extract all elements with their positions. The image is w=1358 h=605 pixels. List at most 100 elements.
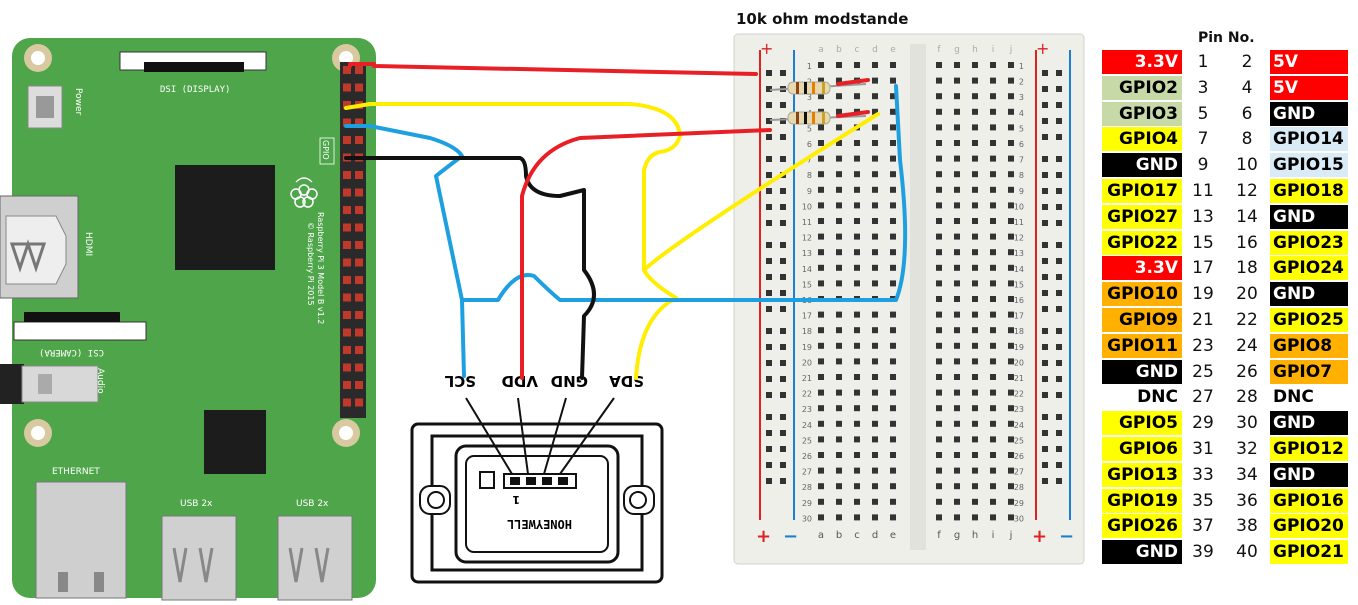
breadboard-hole [936,186,942,193]
pin-left-label: 3.3V [1102,256,1182,281]
breadboard-row-number: 9 [1019,187,1024,196]
breadboard-row-number: 14 [802,265,812,274]
breadboard-hole [836,420,842,427]
breadboard-hole [854,374,860,380]
rail-hole [1042,258,1048,264]
rail-hole [766,414,772,420]
breadboard-hole [818,124,824,131]
rail-hole [1056,258,1062,264]
breadboard-hole [890,374,896,380]
breadboard-hole [836,249,842,256]
breadboard-hole [872,186,878,193]
breadboard-hole [990,218,996,224]
pin-left-label: 3.3V [1102,50,1182,74]
breadboard-hole [954,280,960,287]
rail-hole [780,306,786,312]
breadboard-hole [854,155,860,162]
breadboard-hole [836,280,842,287]
breadboard-hole [936,233,942,240]
rail-hole [1056,462,1062,468]
breadboard-hole [954,155,960,162]
breadboard-row-number: 25 [802,436,812,445]
gpio-pin [355,311,363,319]
breadboard-hole [836,452,842,458]
breadboard-hole [954,108,960,115]
breadboard-hole [990,108,996,115]
breadboard-column-letter: g [954,45,960,55]
breadboard-row-number: 15 [802,280,812,289]
breadboard-column-letter: f [937,45,941,55]
breadboard-hole [1008,155,1014,162]
pin-left-label: GND [1102,540,1182,565]
minus-label: − [783,526,798,547]
breadboard-hole [836,186,842,193]
rail-hole [1042,306,1048,312]
pin-number-left: 1 [1197,52,1209,72]
breadboard-row-number: 1 [1019,62,1024,71]
rail-hole [766,360,772,366]
rail-hole [1056,290,1062,296]
pin-number-right: 40 [1236,542,1258,563]
rail-hole [1042,430,1048,436]
pin-number-left: 15 [1192,232,1214,253]
rail-hole [766,306,772,312]
rail-hole [1042,414,1048,420]
breadboard-row-number: 19 [1014,343,1024,352]
breadboard-row-number: 6 [1019,140,1024,149]
breadboard-row-number: 22 [1014,390,1024,399]
breadboard-column-letter: i [992,45,995,55]
rail-hole [1056,172,1062,178]
breadboard-hole [836,202,842,209]
plus-label-top-left: + [760,39,773,58]
breadboard-hole [854,233,860,240]
pin-number-right: 24 [1236,335,1258,356]
breadboard-hole [890,452,896,458]
gpio-pin [355,136,363,144]
breadboard-hole [936,296,942,302]
breadboard-hole [954,498,960,505]
pin-left-label: GPIO2 [1102,75,1182,100]
breadboard-hole [890,514,896,521]
breadboard-hole [872,93,878,100]
breadboard-hole [836,498,842,505]
gpio-pin [343,66,351,74]
breadboard-hole [954,77,960,84]
gpio-pin [355,363,363,372]
breadboard-hole [836,155,842,162]
breadboard-hole [854,62,860,68]
breadboard-hole [872,171,878,178]
gpio-pin [343,328,351,337]
breadboard-hole [972,436,978,443]
breadboard-hole [1008,202,1014,209]
pin-left-label: GND [1102,153,1182,178]
breadboard-hole [818,342,824,349]
breadboard-column-letter: j [1009,530,1013,541]
rail-hole [766,134,772,140]
breadboard-column-letter: h [972,45,978,55]
breadboard-hole [990,93,996,100]
rail-hole [1042,376,1048,382]
rail-hole [766,188,772,194]
breadboard-hole [972,389,978,396]
breadboard-hole [1008,342,1014,349]
rail-hole [780,290,786,296]
breadboard-hole [836,233,842,240]
breadboard-hole [936,514,942,521]
breadboard-hole [818,358,824,365]
breadboard-hole [972,467,978,474]
pin-number-right: 26 [1236,361,1258,382]
breadboard-hole [990,405,996,412]
breadboard-hole [890,124,896,131]
gpio-pin [355,381,363,389]
breadboard-hole [854,452,860,458]
breadboard-hole [872,483,878,490]
breadboard-hole [954,62,960,68]
rail-hole [766,172,772,178]
breadboard-hole [836,140,842,146]
breadboard-hole [972,374,978,380]
pin-number-right: 18 [1236,258,1258,279]
